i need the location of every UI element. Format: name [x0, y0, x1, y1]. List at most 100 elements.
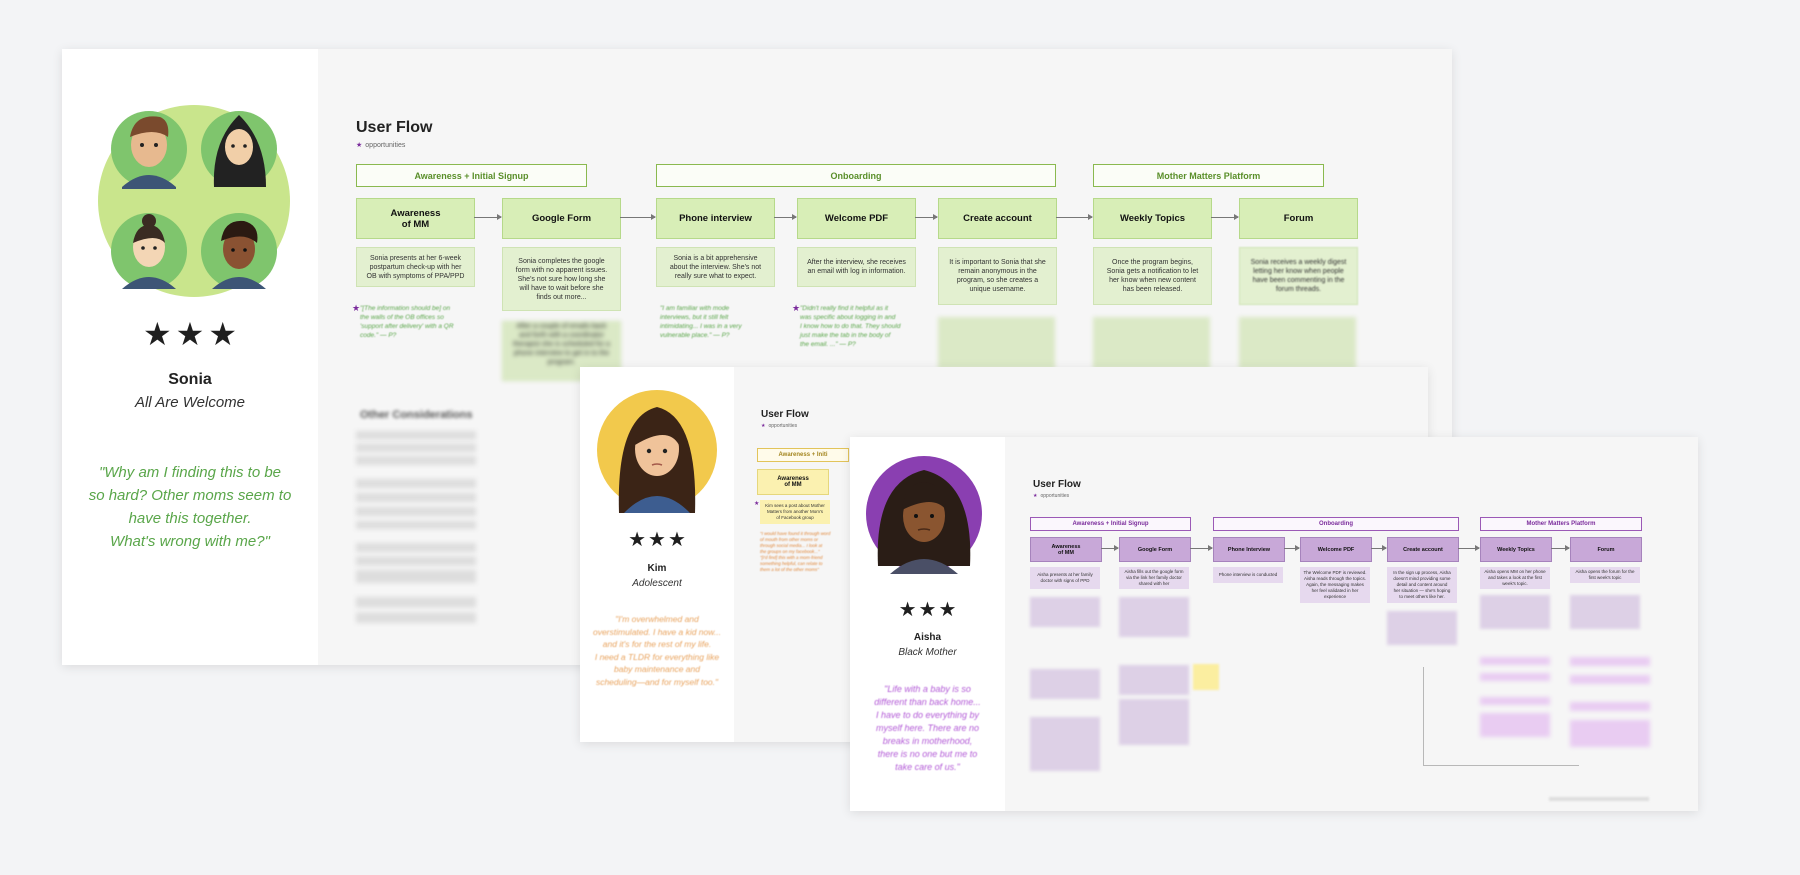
quote-line: have this together. — [128, 510, 252, 527]
step-label: Phone interview — [679, 213, 752, 224]
note-card: Kim sees a post about Mother Matters fro… — [760, 500, 830, 524]
step-forum: Forum — [1570, 537, 1642, 562]
step-label: Phone Interview — [1227, 546, 1271, 553]
quote-line: scheduling—and for myself too." — [595, 676, 719, 687]
note-line: postpartum check-up with her — [369, 263, 462, 271]
note-line: about the interview. She's not — [669, 263, 762, 271]
persona-tagline: All Are Welcome — [134, 394, 246, 411]
note-card: Sonia presents at her 6-week postpartum … — [356, 247, 475, 287]
quote-line: code." — P? — [360, 332, 397, 339]
quote-line: them a lot of the other moms" — [760, 567, 819, 572]
note-card-blurred — [1480, 657, 1550, 737]
star-marker-icon: ★ — [761, 423, 766, 429]
note-card: In the sign up process, Aisha doesn't mi… — [1387, 567, 1457, 603]
phase-awareness: Awareness + Initial Signup — [356, 164, 587, 187]
step-welcome-pdf: Welcome PDF — [797, 198, 916, 239]
quote-line: interviews, but it still felt — [660, 314, 729, 321]
star-icon: ★ — [898, 599, 917, 621]
star-icon: ★ — [938, 599, 957, 621]
opportunities-legend: ★ opportunities — [1033, 493, 1069, 499]
note-line: of Facebook group — [776, 515, 814, 520]
flow-arrow — [915, 214, 938, 220]
note-line: Aisha presents at her family — [1037, 572, 1093, 577]
note-line: Once the program begins, — [1112, 259, 1193, 266]
step-weekly-topics: Weekly Topics — [1480, 537, 1552, 562]
note-card: Aisha presents at her family doctor with… — [1030, 567, 1100, 589]
other-considerations-title: Other Considerations — [360, 409, 473, 421]
quote-line: the groups on my facebook..." — [760, 549, 820, 554]
note-line: has been released. — [1122, 286, 1183, 293]
step-awareness: Awareness of MM — [1030, 537, 1102, 562]
note-line: Sonia receives a weekly digest — [1250, 259, 1347, 266]
note-line: Aisha fills out the google form — [1124, 569, 1184, 574]
star-icon: ★ — [175, 316, 205, 352]
note-card: Aisha fills out the google form via the … — [1119, 567, 1189, 589]
step-label: of MM — [784, 482, 802, 488]
note-line: Sonia is a bit apprehensive — [673, 254, 758, 262]
flow-title: User Flow — [356, 119, 433, 136]
note-line: remain anonymous in the — [958, 268, 1037, 275]
quote-line: I have to do everything by — [875, 710, 980, 720]
quote-line: "I am familiar with mode — [660, 305, 730, 312]
avatar-illustration — [866, 456, 982, 574]
persona-quote: "Why am I finding this to be so hard? Ot… — [62, 461, 318, 553]
opportunity-star-icon: ★ — [352, 303, 361, 313]
opportunities-legend: ★ opportunities — [761, 423, 797, 429]
phase-platform: Mother Matters Platform — [1480, 517, 1642, 531]
flow-title: User Flow — [761, 409, 809, 420]
note-card-blurred — [1387, 611, 1457, 645]
note-line: detail and content around — [1396, 582, 1448, 587]
note-line: have been commenting in the — [1252, 277, 1345, 284]
step-google-form: Google Form — [1119, 537, 1191, 562]
note-line: letting her know when people — [1253, 268, 1344, 275]
note-line: Sonia gets a notification to let — [1106, 268, 1199, 275]
note-card-blurred — [1093, 317, 1210, 369]
quote-line: intimidating... I was in a very — [660, 323, 742, 330]
note-line: Aisha opens MM on her phone — [1484, 569, 1546, 574]
quote-line: "I'm overwhelmed and — [615, 614, 699, 624]
note-line: and takes a look at the first — [1488, 575, 1542, 580]
note-line: Sonia completes the google — [518, 257, 605, 265]
note-line: shared with her — [1138, 581, 1170, 586]
rating-stars: ★ ★ ★ — [580, 527, 734, 552]
quote-line: so hard? Other moms seem to — [88, 487, 292, 504]
step-label: Awareness — [390, 207, 441, 219]
quote-line: different than back home... — [874, 697, 981, 707]
step-label: of MM — [401, 218, 430, 230]
note-card: Once the program begins, Sonia gets a no… — [1093, 247, 1212, 305]
star-icon: ★ — [648, 529, 666, 551]
note-line: program, so she creates a — [956, 277, 1039, 284]
note-card-blurred — [1119, 699, 1189, 745]
persona-tagline: Black Mother — [898, 647, 957, 658]
opportunity-quote: "Didn't really find it helpful as it was… — [800, 304, 918, 349]
note-line: Aisha opens the forum for the — [1575, 569, 1635, 574]
note-card-blurred — [1239, 317, 1356, 369]
step-label: Google Form — [1137, 546, 1173, 553]
quote-line: 'support after delivery' with a QR — [360, 323, 454, 330]
note-line: form with no apparent issues. — [515, 266, 608, 274]
step-label: Forum — [1597, 546, 1615, 553]
note-line: In the sign up process, Aisha — [1393, 570, 1451, 575]
opportunity-quote: "I am familiar with mode interviews, but… — [660, 304, 775, 340]
note-card: It is important to Sonia that she remain… — [938, 247, 1057, 305]
step-welcome-pdf: Welcome PDF — [1300, 537, 1372, 562]
flow-title: User Flow — [1033, 479, 1081, 490]
step-label: Welcome PDF — [1317, 546, 1355, 553]
phase-onboarding: Onboarding — [656, 164, 1056, 187]
step-label: Awareness — [1051, 543, 1081, 550]
note-line: phone interview to get in to the — [513, 350, 610, 357]
star-icon: ★ — [918, 599, 937, 621]
note-line: her know when new content — [1109, 277, 1196, 284]
note-line: Phone interview is conducted — [1218, 572, 1278, 577]
star-icon: ★ — [142, 316, 172, 352]
flow-arrow — [1190, 545, 1213, 551]
legend-label: opportunities — [1040, 493, 1070, 499]
phase-platform: Mother Matters Platform — [1093, 164, 1324, 187]
step-phone-interview: Phone interview — [656, 198, 775, 239]
step-create-account: Create account — [938, 198, 1057, 239]
note-card: After the interview, she receives an ema… — [797, 247, 916, 287]
star-icon: ★ — [208, 316, 238, 352]
note-line: The Welcome PDF is reviewed. — [1303, 570, 1367, 575]
note-card: The Welcome PDF is reviewed. Aisha reads… — [1300, 567, 1370, 603]
flow-arrow — [774, 214, 797, 220]
